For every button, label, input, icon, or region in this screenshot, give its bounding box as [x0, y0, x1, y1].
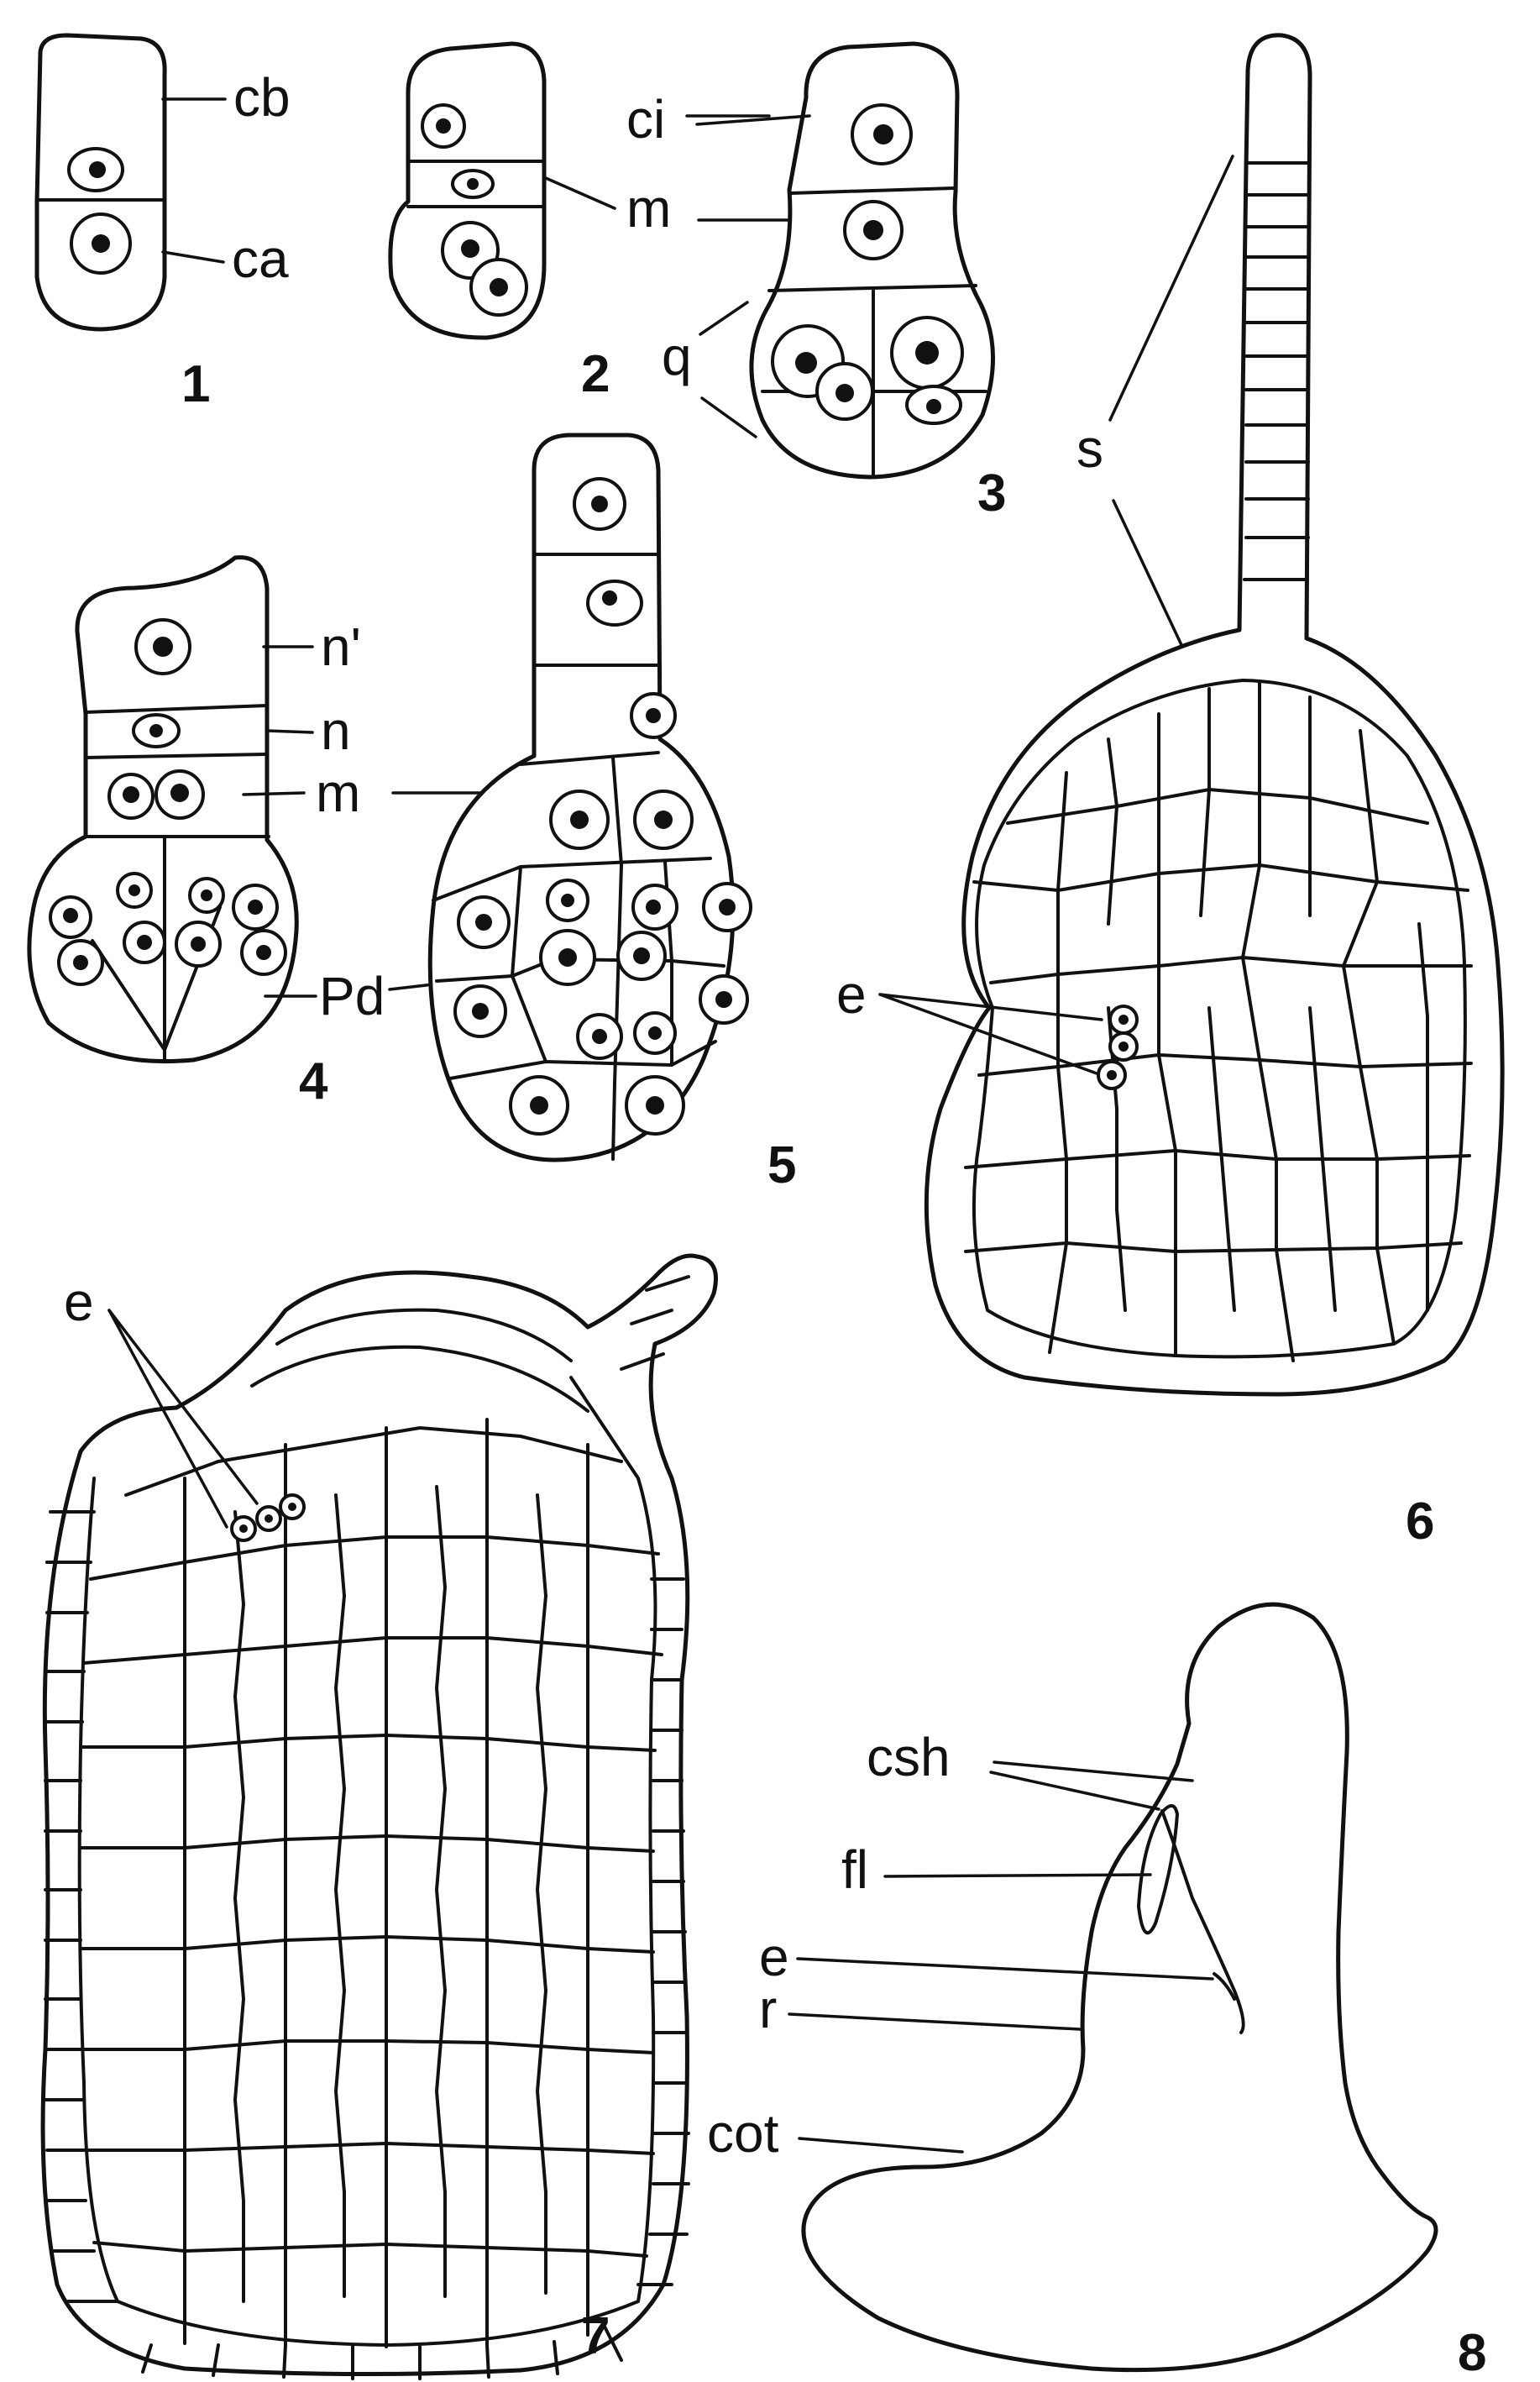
fig4-m-nucleus-1: [109, 774, 153, 818]
fig8-csh-leader-2: [991, 1772, 1159, 1809]
fig5-nucleus-17: [626, 1077, 684, 1134]
fig4-pd-leader-right: [390, 984, 433, 989]
fig3-q-leader-bottom: [702, 398, 756, 437]
fig5-nucleus-13: [700, 976, 747, 1023]
label-fl: fl: [841, 1839, 868, 1900]
fig4-pd-nucleus-2: [59, 941, 102, 984]
figure-number-1: 1: [181, 355, 210, 413]
fig5-nucleus-8: [633, 885, 677, 929]
fig4-n-nucleus: [134, 715, 179, 747]
figure-number-4: 4: [299, 1052, 328, 1110]
fig5-nucleus-12: [618, 932, 665, 979]
fig6-outline: [926, 35, 1502, 1394]
fig6-s-leader-top: [1110, 156, 1233, 420]
label-n: n: [321, 700, 351, 761]
fig4-n-prime-nucleus: [136, 620, 190, 674]
fig8-fl-leader: [885, 1875, 1150, 1876]
fig4-m-leader-left: [244, 793, 304, 795]
fig4-pd-nucleus-1: [50, 897, 91, 937]
label-cot: cot: [707, 2103, 779, 2164]
figure-8: csh fl e r cot 8: [707, 1604, 1486, 2382]
fig4-pd-nucleus-3: [118, 874, 151, 907]
label-cb: cb: [233, 67, 291, 128]
label-csh: csh: [867, 1727, 951, 1787]
fig1-lower-nucleus: [71, 214, 130, 273]
fig4-n-leader: [267, 731, 312, 732]
label-pd: Pd: [319, 966, 385, 1026]
fig3-q-nucleus-2: [817, 364, 872, 419]
label-m-fig3: m: [626, 178, 671, 239]
fig8-outline: [804, 1604, 1436, 2369]
fig6-embryo-nucleus-1: [1110, 1006, 1137, 1033]
fig8-r-leader: [789, 2014, 1080, 2029]
fig8-csh-leader-1: [994, 1762, 1192, 1781]
fig4-pd-nucleus-7: [233, 885, 277, 929]
fig5-nucleus-16: [511, 1077, 568, 1134]
fig5-nucleus-3: [631, 694, 675, 737]
label-n-prime: n': [321, 616, 361, 677]
fig5-nucleus-14: [578, 1015, 621, 1058]
fig3-q-nucleus-4: [907, 386, 961, 423]
figure-number-2: 2: [581, 345, 610, 403]
figure-2: 2: [390, 44, 610, 403]
fig5-nucleus-2: [588, 581, 642, 625]
label-m-fig4: m: [316, 763, 360, 823]
fig2-basal-nucleus-2: [471, 260, 526, 315]
label-ci: ci: [626, 89, 665, 150]
fig7-embryo-nucleus-2: [257, 1507, 280, 1530]
fig4-pd-nucleus-4: [124, 922, 165, 963]
figure-number-3: 3: [977, 464, 1006, 522]
label-ca: ca: [232, 228, 289, 289]
fig4-m-nucleus-2: [156, 771, 203, 818]
figure-1: cb ca 1: [37, 35, 291, 413]
figure-5: 5: [430, 435, 796, 1194]
figure-number-5: 5: [767, 1136, 796, 1194]
fig6-s-leader-bottom: [1113, 501, 1182, 647]
figure-number-8: 8: [1458, 2324, 1486, 2382]
fig2-top-nucleus: [422, 105, 464, 147]
fig5-nucleus-15: [635, 1013, 675, 1053]
label-e-fig6: e: [836, 964, 867, 1025]
fig5-nucleus-6: [458, 897, 509, 947]
fig4-pd-nucleus-6: [176, 922, 220, 966]
fig7-outline: [43, 1256, 715, 2374]
fig3-m-leader-left: [546, 178, 615, 208]
label-r: r: [759, 1979, 777, 2039]
fig2-mid-nucleus: [453, 171, 493, 197]
fig5-nucleus-11: [541, 931, 595, 984]
fig1-upper-nucleus: [69, 149, 123, 191]
fig3-ci-nucleus: [852, 105, 911, 164]
label-s: s: [1076, 418, 1103, 479]
fig5-nucleus-7: [547, 880, 588, 921]
fig3-m-nucleus: [845, 202, 902, 259]
fig4-pd-nucleus-8: [242, 931, 285, 974]
fig5-nucleus-9: [704, 884, 751, 931]
fig5-nucleus-1: [574, 479, 625, 529]
label-e-fig7: e: [64, 1272, 94, 1332]
fig6-embryo-nucleus-2: [1110, 1033, 1137, 1060]
fig5-nucleus-4: [551, 791, 608, 848]
fig7-embryo-nucleus-1: [280, 1495, 304, 1519]
fig4-pd-nucleus-5: [190, 879, 223, 912]
fig3-q-nucleus-3: [892, 317, 962, 388]
figure-7: e 7: [43, 1256, 715, 2379]
figure-number-7: 7: [581, 2307, 610, 2365]
fig6-embryo-nucleus-3: [1098, 1062, 1125, 1089]
fig1-ca-leader: [163, 252, 223, 262]
label-q: q: [662, 326, 692, 386]
fig3-q-leader-top: [700, 302, 747, 334]
fig7-embryo-nucleus-3: [232, 1517, 255, 1540]
figure-number-6: 6: [1406, 1493, 1434, 1550]
fig5-nucleus-10: [455, 986, 505, 1036]
fig8-cot-leader: [799, 2138, 962, 2152]
fig5-nucleus-5: [635, 791, 692, 848]
